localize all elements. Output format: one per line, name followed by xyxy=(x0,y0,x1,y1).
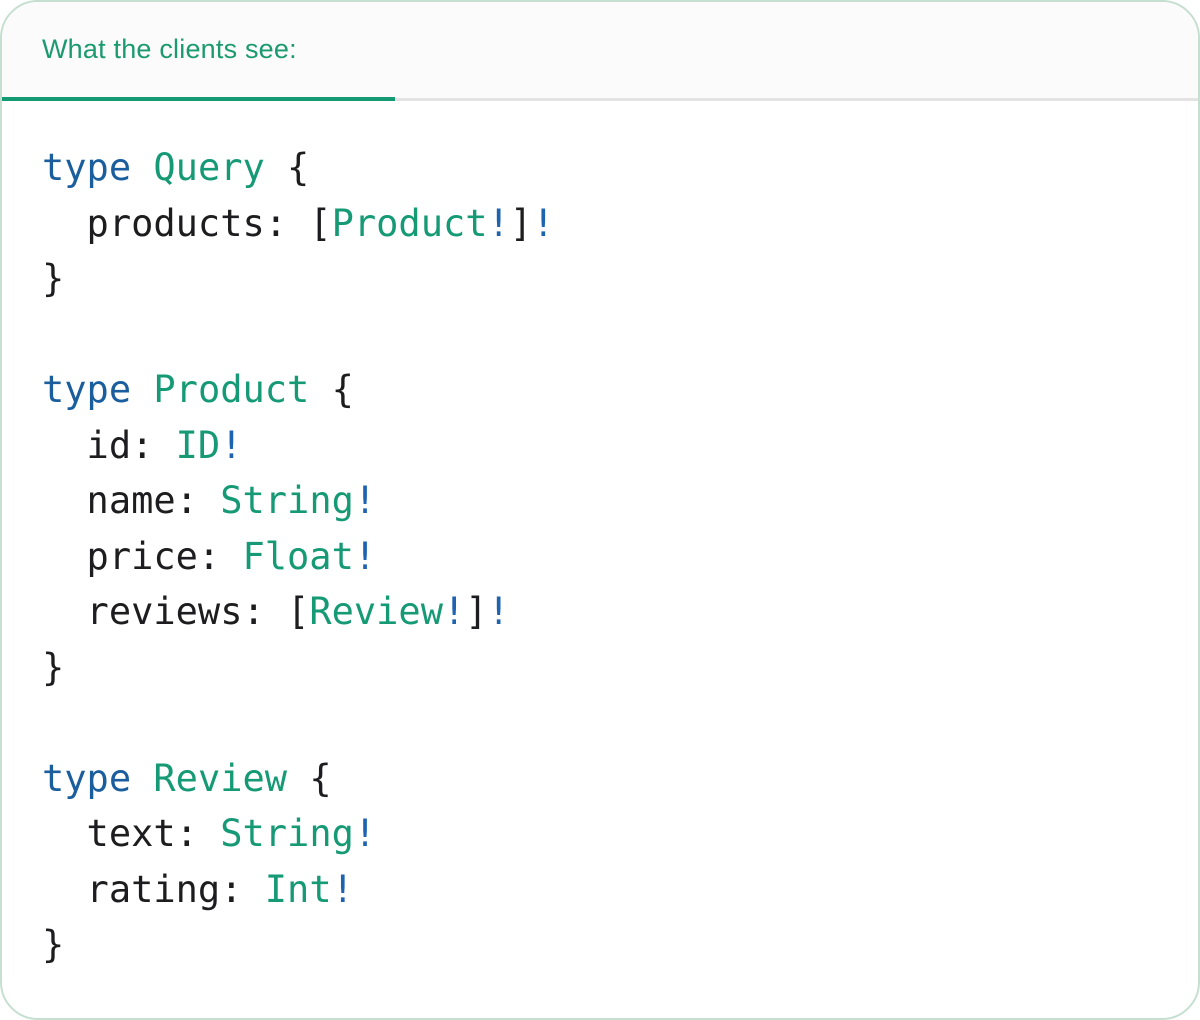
code-line: type Product { xyxy=(42,362,1168,418)
code-token-bang: ! xyxy=(353,534,377,578)
code-token-bang: ! xyxy=(487,590,510,633)
code-token-typename: ID xyxy=(175,423,221,467)
code-token-plain: { xyxy=(287,756,332,800)
code-token-plain: { xyxy=(309,368,354,411)
code-line: type Review { xyxy=(42,751,1168,807)
code-token-typename: String xyxy=(220,479,354,522)
code-token-plain: products: [ xyxy=(42,201,332,245)
code-token-plain: name: xyxy=(42,479,221,522)
tab-header: What the clients see: xyxy=(2,2,1198,101)
code-line: } xyxy=(42,640,1168,696)
code-token-keyword: type xyxy=(42,368,132,411)
code-token-typename: Int xyxy=(264,867,332,911)
code-token-typename: Product xyxy=(153,368,310,411)
code-token-typename: Review xyxy=(309,590,443,633)
code-line: reviews: [Review!]! xyxy=(42,584,1168,640)
code-token-typename: Product xyxy=(331,201,488,245)
code-block: type Query { products: [Product!]!}type … xyxy=(2,101,1198,1013)
code-token-plain: text: xyxy=(42,812,221,855)
code-token-plain xyxy=(131,368,153,411)
code-token-keyword: type xyxy=(42,756,132,800)
tab-what-clients-see[interactable]: What the clients see: xyxy=(2,2,297,97)
code-token-plain: ] xyxy=(465,590,488,633)
code-token-bang: ! xyxy=(353,812,377,855)
code-token-bang: ! xyxy=(532,201,555,245)
code-token-bang: ! xyxy=(353,479,377,522)
code-token-plain: rating: xyxy=(42,867,265,911)
code-line: rating: Int! xyxy=(42,862,1168,918)
code-token-bang: ! xyxy=(442,590,466,633)
code-token-keyword: type xyxy=(42,146,132,189)
code-token-typename: Query xyxy=(153,146,265,189)
code-token-typename: String xyxy=(220,812,354,855)
code-line: id: ID! xyxy=(42,418,1168,474)
code-token-bang: ! xyxy=(331,867,354,911)
code-line: type Query { xyxy=(42,140,1168,196)
code-token-plain: id: xyxy=(42,423,176,467)
code-line xyxy=(42,307,1168,363)
code-line: price: Float! xyxy=(42,529,1168,585)
header-divider xyxy=(2,98,1198,101)
code-line: } xyxy=(42,917,1168,973)
code-line xyxy=(42,695,1168,751)
code-line: } xyxy=(42,251,1168,307)
code-token-bang: ! xyxy=(487,201,510,245)
active-tab-underline xyxy=(2,97,395,101)
code-token-typename: Review xyxy=(153,756,288,800)
code-token-plain: ] xyxy=(509,201,533,245)
code-token-plain: reviews: [ xyxy=(42,590,310,633)
code-line: name: String! xyxy=(42,473,1168,529)
code-token-bang: ! xyxy=(220,423,243,467)
code-token-plain: } xyxy=(42,257,65,300)
code-token-plain: } xyxy=(42,923,65,966)
code-token-typename: Float xyxy=(242,534,354,578)
code-line: text: String! xyxy=(42,806,1168,862)
tab-title: What the clients see: xyxy=(42,34,297,64)
code-line: products: [Product!]! xyxy=(42,196,1168,252)
code-token-plain: { xyxy=(264,146,310,189)
code-token-plain xyxy=(131,146,153,189)
code-token-plain xyxy=(131,757,153,800)
code-token-plain: } xyxy=(42,645,65,689)
code-token-plain: price: xyxy=(42,534,243,578)
